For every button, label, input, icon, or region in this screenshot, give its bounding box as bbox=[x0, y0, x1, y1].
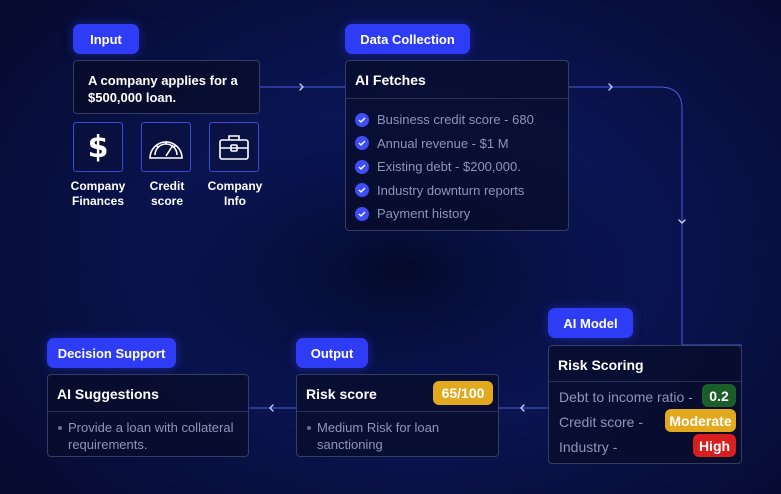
ai-model-pill: AI Model bbox=[548, 308, 633, 338]
input-card: A company applies for a $500,000 loan. bbox=[73, 60, 260, 114]
connector-collection-to-model bbox=[569, 86, 742, 346]
fetch-item-text: Payment history bbox=[377, 206, 471, 222]
credit-score-label: Credit score bbox=[149, 179, 185, 208]
company-finances-tile: $ bbox=[73, 122, 123, 172]
fetch-item: Payment history bbox=[355, 202, 559, 226]
company-info-tile bbox=[209, 122, 259, 172]
check-circle-icon bbox=[355, 183, 369, 198]
ai-suggestions-title: AI Suggestions bbox=[48, 375, 248, 412]
credit-score-badge: Moderate bbox=[665, 409, 736, 432]
gauge-icon bbox=[149, 141, 183, 159]
fetch-item: Existing debt - $200,000. bbox=[355, 155, 559, 179]
debt-ratio-label: Debt to income ratio - bbox=[559, 389, 693, 405]
industry-row-label: Industry - bbox=[559, 439, 618, 455]
debt-ratio-badge: 0.2 bbox=[702, 384, 736, 407]
ai-model-pill-label: AI Model bbox=[563, 315, 618, 331]
decision-bullet: Provide a loan with collateral requireme… bbox=[56, 419, 236, 453]
industry-badge: High bbox=[693, 434, 736, 457]
ai-fetches-card: AI Fetches Business credit score - 680 A… bbox=[345, 60, 569, 231]
input-pill-label: Input bbox=[90, 31, 122, 47]
fetch-item: Business credit score - 680 bbox=[355, 108, 559, 132]
input-text: A company applies for a $500,000 loan. bbox=[88, 73, 238, 105]
risk-scoring-title: Risk Scoring bbox=[549, 346, 741, 382]
decision-support-pill: Decision Support bbox=[47, 338, 176, 368]
fetch-item-text: Industry downturn reports bbox=[377, 182, 525, 198]
credit-score-tile bbox=[141, 122, 191, 172]
data-collection-pill-label: Data Collection bbox=[360, 31, 455, 47]
briefcase-icon bbox=[219, 135, 249, 160]
fetch-item-text: Business credit score - 680 bbox=[377, 112, 534, 128]
data-collection-pill: Data Collection bbox=[345, 24, 470, 54]
ai-suggestions-card: AI Suggestions Provide a loan with colla… bbox=[47, 374, 249, 457]
arrow-down-icon bbox=[678, 219, 686, 224]
fetch-item-text: Annual revenue - $1 M bbox=[377, 135, 509, 151]
check-circle-icon bbox=[355, 136, 369, 151]
fetch-item-text: Existing debt - $200,000. bbox=[377, 159, 521, 175]
check-circle-icon bbox=[355, 112, 369, 127]
dollar-icon: $ bbox=[87, 129, 109, 165]
risk-score-card: Risk score 65/100 Medium Risk for loan s… bbox=[296, 374, 499, 457]
check-circle-icon bbox=[355, 159, 369, 174]
arrow-right-icon bbox=[299, 83, 304, 91]
output-pill-label: Output bbox=[310, 345, 354, 361]
arrow-right-icon bbox=[608, 83, 613, 91]
fetch-list: Business credit score - 680 Annual reven… bbox=[346, 99, 568, 226]
check-circle-icon bbox=[355, 206, 369, 221]
arrow-left-icon bbox=[269, 404, 274, 412]
company-finances-label: Company Finances bbox=[70, 179, 126, 208]
risk-scoring-card: Risk Scoring Debt to income ratio - 0.2 … bbox=[548, 345, 742, 464]
company-info-label: Company Info bbox=[207, 179, 263, 208]
ai-fetches-title: AI Fetches bbox=[346, 61, 568, 99]
credit-score-row-label: Credit score - bbox=[559, 414, 644, 430]
risk-score-badge: 65/100 bbox=[433, 381, 493, 405]
input-pill: Input bbox=[73, 24, 139, 54]
arrow-left-icon bbox=[520, 404, 525, 412]
fetch-item: Industry downturn reports bbox=[355, 179, 559, 203]
fetch-item: Annual revenue - $1 M bbox=[355, 132, 559, 156]
decision-support-pill-label: Decision Support bbox=[57, 345, 166, 361]
output-bullet: Medium Risk for loan sanctioning bbox=[305, 419, 455, 453]
output-pill: Output bbox=[296, 338, 368, 368]
risk-score-title: Risk score bbox=[297, 375, 498, 412]
